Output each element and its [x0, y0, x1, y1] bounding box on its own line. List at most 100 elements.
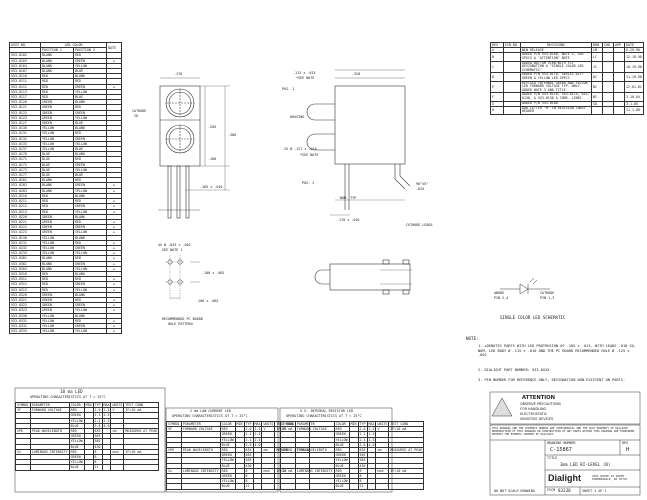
table-cell: 6-29-90 — [624, 47, 644, 54]
table-cell: YELLOW — [40, 328, 74, 335]
table-cell: 2.5 — [252, 426, 263, 433]
table-cell: 2.5 — [366, 436, 377, 443]
sheet-info: SHEET 1 OF 1 — [582, 489, 607, 493]
part-col-pos2: POSITION 2 — [73, 47, 107, 54]
revision-table-wrap: REV ECN NO. REVISIONS DRN CHD APP DATE A… — [490, 41, 644, 115]
spec3-sub: OPERATING CHARACTERISTICS AT T = 25°C — [286, 414, 362, 418]
dim-pcb-2: .100 ± .002 — [196, 299, 219, 303]
table-cell: ★ — [106, 307, 122, 314]
table-cell: ADDED P/N 553-0110, 553-0115, 553-0136, … — [520, 92, 592, 102]
table-cell — [101, 464, 112, 471]
table-cell: 12-18-98 — [624, 52, 644, 62]
pcb-title-1: RECOMMENDED PC BOARD — [162, 317, 203, 321]
table-cell: ★ — [106, 239, 122, 246]
dim-pcb-1: .100 ± .002 — [202, 271, 225, 275]
table-cell — [503, 80, 521, 94]
table-cell: 11-1-08 — [624, 105, 644, 115]
table-cell: BC — [591, 92, 603, 102]
table-cell — [613, 100, 625, 107]
table-cell: mcd — [110, 448, 125, 456]
table-header-cell: MAX — [366, 420, 377, 428]
spec3-title: 5 V. INTEGRAL RESISTOR LED — [300, 409, 354, 413]
spec2-title: 2 ma LOW CURRENT LED — [190, 409, 231, 413]
table-cell: LUMINOUS INTENSITY — [294, 467, 335, 475]
table-cell: YELLOW — [68, 417, 85, 424]
table-cell: ★ — [106, 255, 122, 262]
table-cell: ★ — [106, 187, 122, 194]
table-cell: 12-01-01 — [624, 80, 644, 94]
table-cell: YELLOW — [68, 459, 85, 466]
table-cell: YELLOW — [333, 457, 350, 464]
table-row: C ADDED BOTTOM VIEW WITH FLY DESIGNATION … — [490, 60, 644, 74]
table-cell: MEASURED AT PEAK — [388, 446, 425, 454]
table-cell: ★ — [106, 83, 122, 90]
table-cell: IF=10 mA — [388, 426, 425, 433]
table-cell: YELLOW — [333, 478, 350, 485]
table-cell — [503, 72, 521, 82]
table-cell — [503, 105, 521, 115]
table-cell: ★ — [106, 224, 122, 231]
table-cell: ADDED P/N 553-0100, NOTE 2, LED SPECS & … — [520, 52, 592, 62]
rev-col-ecn: ECN NO. — [503, 41, 521, 49]
led-schematic — [500, 277, 550, 295]
table-cell — [613, 80, 625, 94]
table-header-cell: UNITS — [375, 420, 390, 428]
table-cell — [602, 92, 614, 102]
table-cell — [294, 483, 335, 490]
table-cell: ★ — [106, 317, 122, 324]
table-cell: BC — [591, 80, 603, 94]
table-cell — [613, 60, 625, 74]
table-cell: C — [490, 60, 504, 74]
note-3: 3. PIN NUMBER FOR REFERENCE ONLY, DESIGN… — [478, 378, 626, 382]
table-cell — [366, 483, 377, 490]
attention-line1: OBSERVE PRECAUTIONS — [520, 402, 562, 406]
schem-cathode-pin: PIN 1,3 — [540, 296, 555, 300]
table-cell: ADDED BOTTOM VIEW WITH FLY DESIGNATION &… — [520, 60, 592, 74]
table-cell: LUMINOUS INTENSITY — [29, 448, 70, 456]
schem-anode-pin: PIN 2,4 — [494, 296, 509, 300]
table-cell: YELLOW — [68, 438, 85, 445]
table-cell: 21 — [243, 483, 254, 490]
table-cell: ★ — [106, 182, 122, 189]
table-cell: YELLOW — [333, 436, 350, 443]
do-not-scale: DO NOT SCALE DRAWING — [494, 489, 535, 493]
dim-pitch: .100 — [208, 157, 217, 161]
front-view — [158, 77, 230, 219]
table-cell — [252, 483, 263, 490]
table-cell — [123, 464, 160, 471]
dim-body-width: .320 — [352, 72, 361, 76]
table-cell: mcd — [261, 467, 276, 475]
table-cell: λPK — [280, 446, 296, 454]
table-cell: ★ — [106, 260, 122, 267]
table-cell: ★ — [106, 281, 122, 288]
table-cell: B — [490, 52, 504, 62]
label-pos1: POS. 1 — [282, 87, 295, 91]
table-cell — [375, 483, 390, 490]
table-cell: ★ — [106, 322, 122, 330]
table-header-cell: SYMBOL — [166, 420, 182, 428]
label-cathode-leads: CATHODE LEADS — [406, 223, 433, 227]
table-cell: BLUE — [219, 483, 236, 490]
table-header-cell: MAX — [252, 420, 263, 428]
table-cell: mcd — [375, 467, 390, 475]
part-number-table: ASSY NO. LED COLOR NOTE POSITION 1 POSIT… — [9, 41, 122, 335]
table-cell: ★ — [106, 276, 122, 283]
table-cell: 553-0333 — [9, 328, 41, 335]
spec1-title: 10 ma LED — [60, 389, 83, 394]
attention-line3: ELECTROSTATIC — [520, 412, 548, 416]
table-cell: IF=10 mA — [123, 407, 160, 414]
table-cell: 2.5 — [366, 426, 377, 433]
table-cell — [261, 483, 276, 490]
pcb-title-2: HOLE PATTERN — [168, 322, 193, 326]
